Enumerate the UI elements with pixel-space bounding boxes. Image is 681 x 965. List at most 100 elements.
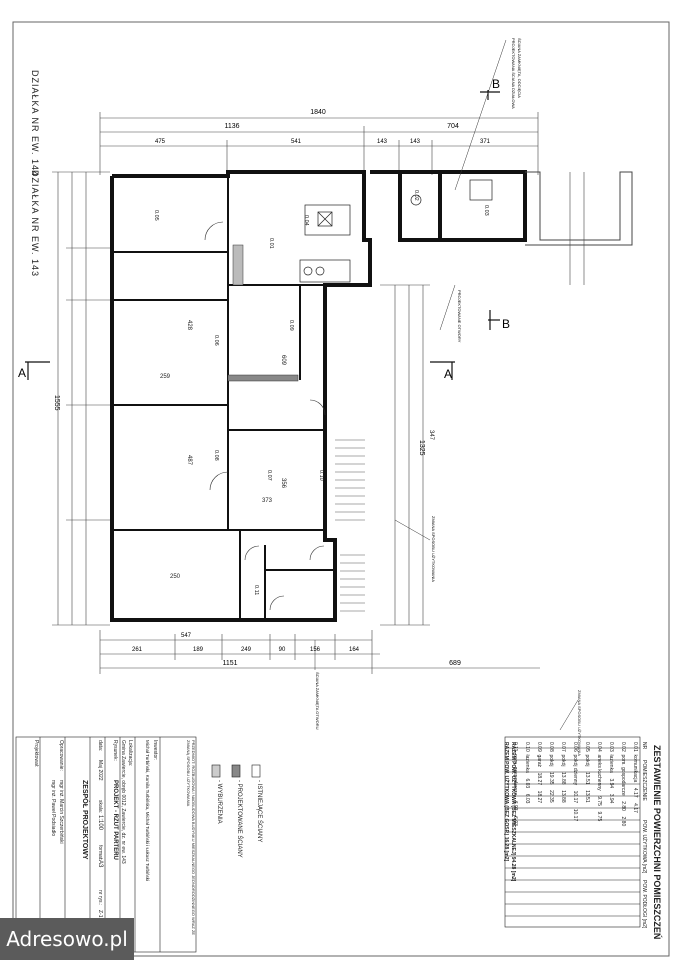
room-dim: 609 bbox=[280, 355, 286, 366]
room-table-grid bbox=[504, 736, 641, 928]
room-tag: 0.09 bbox=[288, 320, 294, 331]
legend-swatches bbox=[211, 764, 261, 778]
title-format-label: format: bbox=[97, 845, 103, 861]
room-table-total-other: RAZEM POW. UŻYTKOWA (BEZ GOSP.) 16.28 [m… bbox=[503, 742, 509, 862]
dim-overall: 1840 bbox=[310, 109, 326, 116]
room-row-0: 0.01 komunikacja 4.17 4.17 bbox=[632, 742, 638, 813]
cell: 18.27 bbox=[536, 772, 542, 786]
cell: 4.17 bbox=[632, 787, 638, 798]
cell: 9.75 bbox=[596, 796, 602, 806]
title-sheet-label: nr rys.: bbox=[97, 890, 103, 906]
room-row-2: 0.03 łazienka 3.94 3.94 bbox=[608, 742, 614, 803]
room-tag: 0.08 bbox=[213, 450, 219, 461]
dim-bottom-1: 261 bbox=[132, 647, 143, 653]
cell: 6.03 bbox=[524, 778, 530, 789]
cell: 3.94 bbox=[608, 793, 614, 804]
room-tag: 0.10 bbox=[318, 470, 324, 481]
dim-garage: 704 bbox=[447, 123, 459, 130]
cell: pokój dzienny bbox=[572, 754, 578, 786]
room-row-1: 0.02 pom. gospodarcze 2.80 2.80 bbox=[620, 742, 626, 826]
room-tag: 0.04 bbox=[303, 215, 309, 226]
dim-bottom-inner: 547 bbox=[181, 633, 192, 639]
room-dims: 259 428 487 373 356 609 250 347 bbox=[160, 320, 434, 580]
cell: 0.03 bbox=[608, 742, 614, 752]
watermark-badge: Adresowo.pl bbox=[0, 918, 134, 960]
dimension-lines-bottom bbox=[99, 630, 540, 674]
cell: pokój bbox=[560, 754, 566, 767]
title-investor: Michał Turbiński, Kamila Turbińska, Mich… bbox=[145, 740, 150, 882]
dim-bottom-6: 164 bbox=[349, 647, 360, 653]
title-designer-label: Projektował: bbox=[33, 740, 39, 768]
room-tag: 0.11 bbox=[253, 585, 259, 595]
dim-bottom-5: 156 bbox=[310, 647, 321, 653]
room-tag: 0.02 bbox=[413, 190, 419, 201]
room-row-6: 0.07 pokój 13.88 13.88 bbox=[560, 742, 566, 803]
cell: garaż bbox=[536, 754, 542, 768]
room-table-total-living: RAZEM POW. UŻYTKOWA (BEZ MIESZKALNEJ) 94… bbox=[510, 742, 516, 882]
cell: 0.07 bbox=[560, 742, 566, 752]
cell: 0.04 bbox=[596, 742, 602, 752]
dim-bottom-3: 249 bbox=[241, 647, 252, 653]
dim-top-2: 541 bbox=[291, 139, 302, 145]
room-tag: 0.01 bbox=[268, 238, 274, 249]
room-row-4: 0.05 pokój 13.51 13.51 bbox=[584, 742, 590, 803]
note-top: PROJEKTOWANA ŚCIANA DZIAŁOWA bbox=[511, 38, 516, 109]
cell: 6.03 bbox=[524, 793, 530, 804]
section-marks bbox=[25, 90, 500, 380]
section-a-left: A bbox=[18, 366, 26, 380]
cell: 2.80 bbox=[620, 816, 626, 827]
title-notes: PRZEDMIOT: ROZBUDOWA I NADBUDOWA BUDYNKU… bbox=[186, 740, 196, 936]
room-table-note: ZMIANA SPOSOBU UŻYTKOWANIA bbox=[577, 690, 582, 757]
dimension-lines-left bbox=[52, 171, 110, 626]
note-right: PROJEKTOWANE OTWORY bbox=[457, 290, 462, 343]
dim-right-offset: 689 bbox=[449, 660, 461, 667]
room-dim: 428 bbox=[186, 320, 192, 331]
cell: 0.02 bbox=[620, 742, 626, 752]
parcel-label-top: DZIAŁKA NR EW. 144 bbox=[30, 70, 40, 178]
room-row-7: 0.08 pokój 19.35 22.35 bbox=[548, 742, 554, 803]
parcel-label-side: DZIAŁKA NR EW. 143 bbox=[30, 170, 40, 278]
cell: łazienka bbox=[608, 754, 614, 773]
room-dim: 250 bbox=[170, 574, 181, 580]
title-scale: 1:100 bbox=[97, 815, 103, 831]
room-table-header-floor: POW. PODŁOGI [m2] bbox=[641, 880, 647, 929]
cell: 13.88 bbox=[560, 772, 566, 785]
cell: 0.09 bbox=[536, 742, 542, 752]
room-table-header-nr: NR bbox=[641, 742, 647, 750]
cell: pokój bbox=[548, 754, 554, 767]
cell: 4.17 bbox=[632, 803, 638, 813]
cell: 10.17 bbox=[572, 790, 578, 804]
dim-left-total: 1555 bbox=[53, 395, 60, 411]
room-dim: 356 bbox=[280, 478, 286, 489]
garage-fixtures bbox=[410, 179, 493, 206]
dim-bottom-2: 189 bbox=[193, 647, 204, 653]
section-a-right: A bbox=[444, 367, 452, 381]
title-location: Gmina Zawiercie, obręb 0012, Zawiercie, … bbox=[120, 740, 126, 864]
cell: 18.27 bbox=[536, 790, 542, 804]
room-dim: 347 bbox=[428, 430, 434, 441]
cell: pom. gospodarcze bbox=[620, 754, 626, 796]
dim-top-5: 371 bbox=[480, 139, 491, 145]
cell: 22.35 bbox=[548, 790, 554, 803]
title-company: ZESPÓŁ PROJEKTOWY bbox=[81, 780, 88, 860]
dim-bottom-4: 90 bbox=[279, 647, 286, 653]
cell: komunikacja bbox=[632, 754, 638, 783]
cell: aneks kuchenny bbox=[596, 754, 602, 791]
cell: 0.01 bbox=[632, 742, 638, 752]
cell: 2.80 bbox=[620, 801, 626, 811]
note-top2: ŚCIANA ZAMKNIĘTA, ODCIĘCIA bbox=[517, 38, 522, 98]
title-author-1: mgr inż. Marcin Szczerbiński bbox=[58, 780, 64, 844]
room-dim: 259 bbox=[160, 374, 171, 380]
room-dim: 487 bbox=[186, 455, 192, 466]
title-format: A3 bbox=[97, 860, 103, 868]
room-dim: 373 bbox=[262, 498, 273, 504]
dim-right-total: 1325 bbox=[418, 440, 425, 456]
garage-walls bbox=[370, 170, 527, 242]
house-walls bbox=[110, 170, 372, 622]
room-row-8: 0.09 garaż 18.27 18.27 bbox=[536, 742, 542, 803]
section-b-bottom: B bbox=[502, 317, 510, 331]
cell: 0.08 bbox=[548, 742, 554, 752]
title-sheet: Z-1 bbox=[97, 910, 103, 918]
legend-existing: - ISTNIEJĄCE ŚCIANY bbox=[256, 780, 262, 843]
